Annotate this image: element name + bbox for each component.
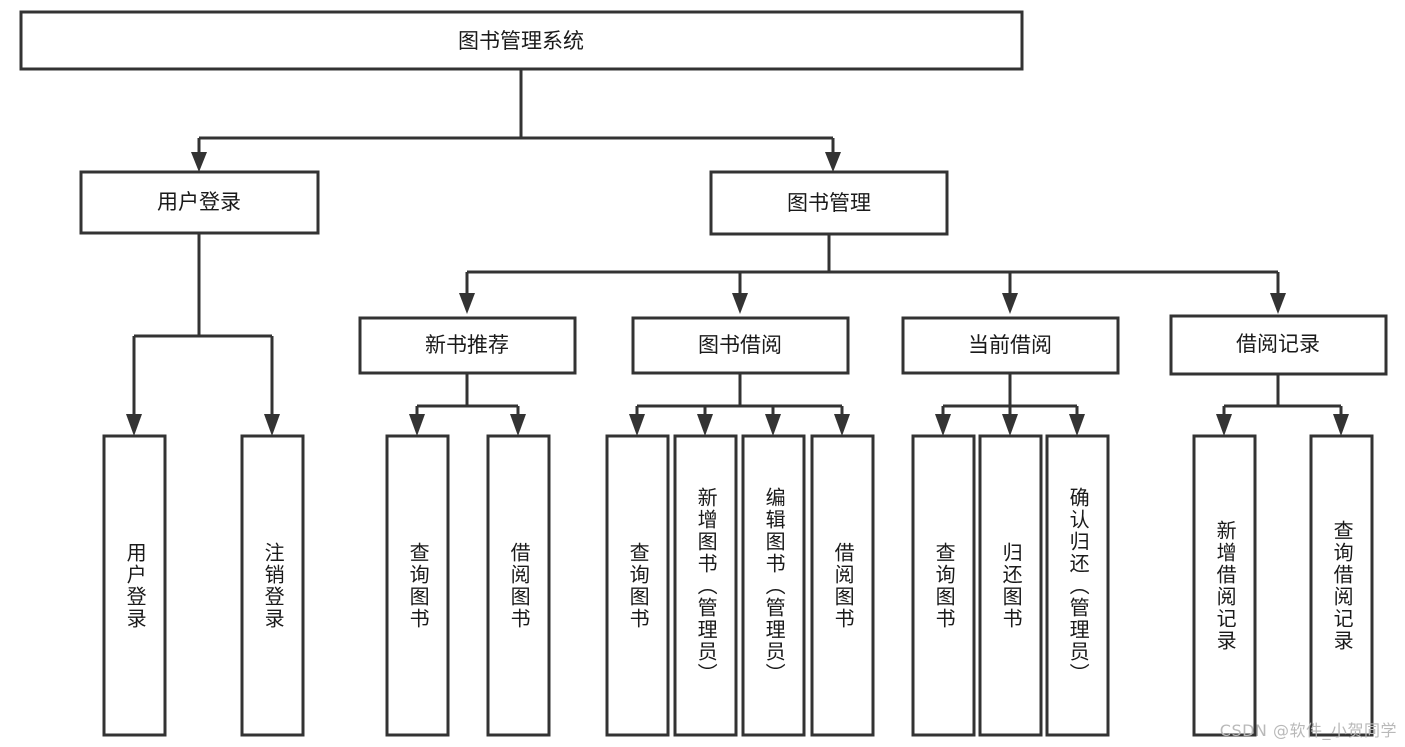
- node-new-book-recommend[interactable]: 新书推荐: [358, 316, 577, 375]
- node-book-borrow-label: 图书借阅: [698, 333, 782, 357]
- leaf-new-book-0[interactable]: [385, 434, 450, 737]
- leaf-book-borrow-0[interactable]: [605, 434, 670, 737]
- leaf-book-borrow-1[interactable]: [673, 434, 738, 737]
- connector-currentborrow-to-leaves: [935, 373, 1085, 436]
- node-borrow-record-label: 借阅记录: [1236, 332, 1320, 356]
- node-user-login-label: 用户登录: [157, 190, 241, 214]
- connector-bookborrow-to-leaves: [629, 373, 850, 436]
- leaf-book-borrow-3[interactable]: [810, 434, 875, 737]
- connector-bookmgmt-to-level2: [459, 234, 1286, 314]
- node-root[interactable]: 图书管理系统: [19, 10, 1024, 71]
- node-root-label: 图书管理系统: [458, 29, 584, 53]
- leaf-borrow-record-0[interactable]: [1192, 434, 1257, 737]
- leaf-user-login-1[interactable]: [240, 434, 305, 737]
- node-borrow-record[interactable]: 借阅记录: [1169, 314, 1388, 376]
- node-user-login[interactable]: 用户登录: [79, 170, 320, 235]
- node-current-borrow[interactable]: 当前借阅: [901, 316, 1120, 375]
- leaf-borrow-record-1[interactable]: [1309, 434, 1374, 737]
- leaf-current-borrow-0[interactable]: [911, 434, 976, 737]
- leaf-current-borrow-2[interactable]: [1045, 434, 1110, 737]
- node-book-management-label: 图书管理: [787, 191, 871, 215]
- node-book-management[interactable]: 图书管理: [709, 170, 949, 236]
- connector-root-to-level1: [191, 69, 841, 172]
- node-book-borrow[interactable]: 图书借阅: [631, 316, 850, 375]
- connector-userlogin-to-leaves: [126, 233, 280, 436]
- leaf-current-borrow-1[interactable]: [978, 434, 1043, 737]
- leaf-book-borrow-2[interactable]: [741, 434, 806, 737]
- connector-newbook-to-leaves: [409, 373, 526, 436]
- node-current-borrow-label: 当前借阅: [968, 333, 1052, 357]
- leaf-user-login-0[interactable]: [102, 434, 167, 737]
- leaf-new-book-1[interactable]: [486, 434, 551, 737]
- node-new-book-recommend-label: 新书推荐: [425, 333, 509, 357]
- connector-borrowrecord-to-leaves: [1216, 374, 1349, 436]
